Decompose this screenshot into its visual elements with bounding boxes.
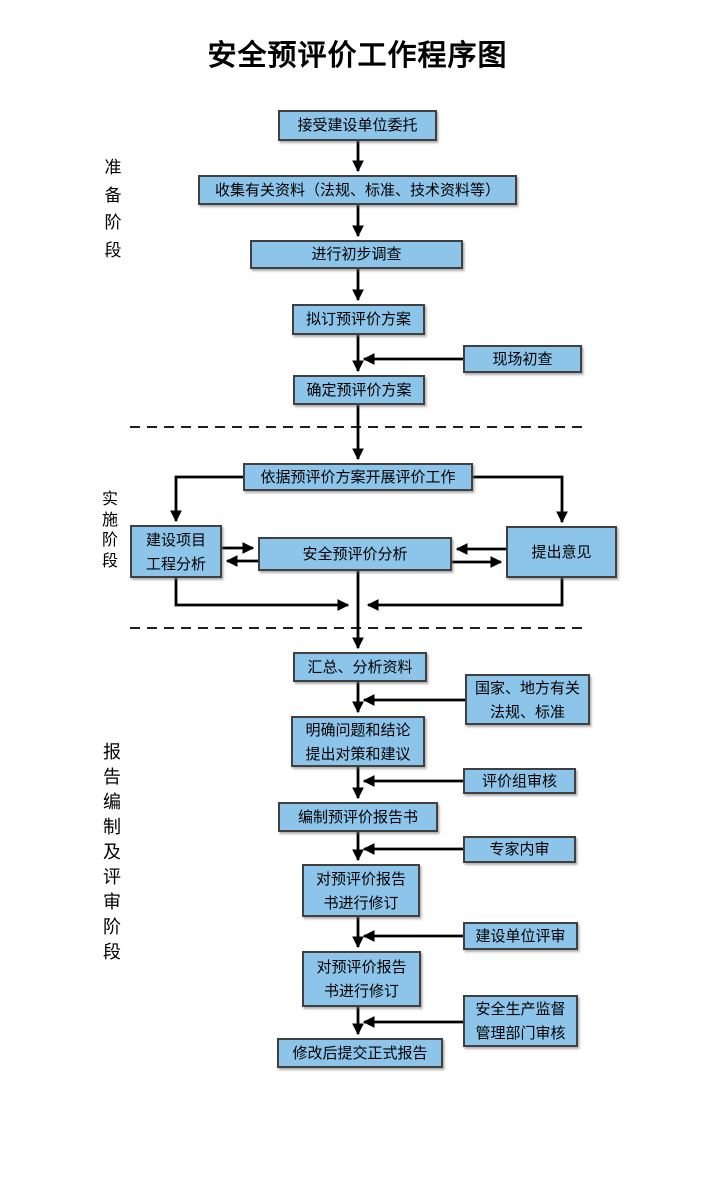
node-propose-opinions-label: 提出意见 [531, 542, 592, 561]
node-preliminary-survey: 进行初步调查 [250, 240, 463, 269]
node-site-initial-check-label: 现场初查 [492, 349, 553, 368]
node-safety-pre-evaluation-analysis-label: 安全预评价分析 [302, 544, 408, 563]
node-revise-report-1-label: 对预评价报告 书进行修订 [315, 869, 406, 912]
arrow-carryout-to-project-analysis [170, 475, 243, 523]
node-summarize-analyze-data: 汇总、分析资料 [293, 652, 427, 682]
node-national-local-laws-label: 国家、地方有关 法规、标准 [474, 678, 580, 721]
node-clarify-problems-conclusions-label: 明确问题和结论 提出对策和建议 [305, 720, 411, 763]
node-carry-out-evaluation-label: 依据预评价方案开展评价工作 [260, 467, 456, 486]
node-preliminary-survey-label: 进行初步调查 [311, 245, 402, 263]
node-revise-report-1: 对预评价报告 书进行修订 [302, 864, 420, 917]
node-compile-report-label: 编制预评价报告书 [297, 807, 418, 826]
node-draft-plan-label: 拟订预评价方案 [305, 310, 411, 328]
node-national-local-laws: 国家、地方有关 法规、标准 [465, 674, 590, 725]
arrow-project-merge [174, 578, 350, 611]
node-revise-report-2-label: 对预评价报告 书进行修订 [316, 958, 407, 1000]
node-collect-materials: 收集有关资料（法规、标准、技术资料等） [198, 175, 517, 205]
node-submit-final-report-label: 修改后提交正式报告 [292, 1043, 428, 1062]
node-project-engineering-analysis: 建设项目 工程分析 [130, 525, 222, 578]
stage-label-report-review: 报告编制及评审阶段 [103, 742, 121, 963]
arrow-carryout-to-opinions [473, 475, 568, 524]
node-owner-unit-review-label: 建设单位评审 [475, 926, 566, 945]
node-confirm-plan: 确定预评价方案 [293, 375, 425, 405]
node-propose-opinions: 提出意见 [506, 526, 617, 578]
node-accept-commission: 接受建设单位委托 [278, 110, 437, 141]
node-gov-supervision-review-label: 安全生产监督 管理部门审核 [475, 1000, 566, 1042]
node-confirm-plan-label: 确定预评价方案 [306, 380, 412, 399]
node-summarize-analyze-data-label: 汇总、分析资料 [307, 657, 413, 676]
stage-label-implementation: 实施阶段 [101, 489, 118, 570]
node-gov-supervision-review: 安全生产监督 管理部门审核 [463, 995, 578, 1047]
node-evaluation-group-review: 评价组审核 [463, 768, 576, 794]
node-clarify-problems-conclusions: 明确问题和结论 提出对策和建议 [291, 716, 425, 767]
node-expert-internal-review-label: 专家内审 [489, 840, 550, 858]
node-revise-report-2: 对预评价报告 书进行修订 [302, 951, 421, 1007]
node-carry-out-evaluation: 依据预评价方案开展评价工作 [243, 463, 473, 491]
node-draft-plan: 拟订预评价方案 [292, 304, 425, 335]
node-project-engineering-analysis-label: 建设项目 工程分析 [145, 530, 206, 573]
node-compile-report: 编制预评价报告书 [278, 802, 438, 832]
stage-label-preparation: 准备阶段 [104, 158, 122, 261]
node-evaluation-group-review-label: 评价组审核 [481, 771, 557, 790]
page-title: 安全预评价工作程序图 [207, 38, 508, 72]
node-accept-commission-label: 接受建设单位委托 [297, 116, 418, 134]
arrow-opinions-merge [366, 578, 564, 611]
node-safety-pre-evaluation-analysis: 安全预评价分析 [258, 537, 452, 571]
node-collect-materials-label: 收集有关资料（法规、标准、技术资料等） [214, 180, 500, 199]
node-submit-final-report: 修改后提交正式报告 [277, 1038, 443, 1068]
node-expert-internal-review: 专家内审 [463, 836, 576, 863]
node-owner-unit-review: 建设单位评审 [463, 922, 578, 950]
node-site-initial-check: 现场初查 [463, 345, 582, 373]
